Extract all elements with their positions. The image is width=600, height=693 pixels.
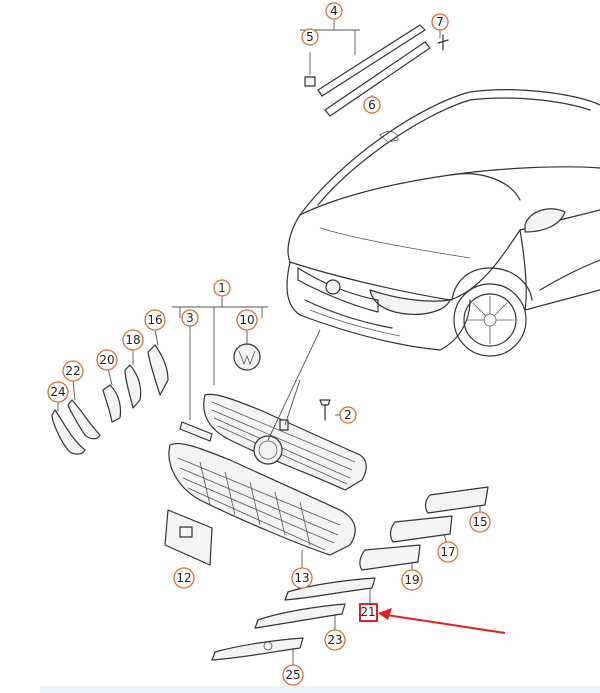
svg-text:25: 25: [285, 668, 300, 682]
svg-text:20: 20: [99, 353, 114, 367]
svg-text:6: 6: [368, 98, 376, 112]
left-trim-pieces: [51, 344, 169, 455]
svg-text:24: 24: [50, 385, 65, 399]
svg-text:7: 7: [436, 15, 444, 29]
callout-6: 6: [363, 96, 381, 114]
lower-grille: [168, 442, 356, 556]
svg-text:16: 16: [147, 313, 162, 327]
svg-text:10: 10: [239, 313, 254, 327]
callout-10: 10: [236, 309, 258, 331]
right-inserts: [359, 486, 489, 571]
callout-19: 19: [401, 569, 423, 591]
leader-lines: [57, 297, 481, 665]
callout-13: 13: [291, 567, 313, 589]
callout-4: 4: [325, 2, 343, 20]
callout-2: 2: [339, 406, 357, 424]
svg-text:18: 18: [125, 333, 140, 347]
emblem-parts: [179, 343, 261, 442]
callout-5: 5: [301, 28, 319, 46]
plate-holder: [164, 509, 213, 566]
callout-12: 12: [173, 567, 195, 589]
callout-17: 17: [437, 541, 459, 563]
highlight-marker: [359, 603, 506, 634]
callout-24: 24: [47, 381, 69, 403]
highlight-arrow: [379, 613, 506, 634]
lower-strips: [211, 577, 376, 661]
bottom-strip: [40, 686, 600, 693]
svg-text:19: 19: [404, 573, 419, 587]
svg-text:1: 1: [218, 281, 226, 295]
svg-text:13: 13: [294, 571, 309, 585]
svg-text:4: 4: [330, 4, 338, 18]
callout-22: 22: [62, 360, 84, 382]
svg-text:22: 22: [65, 364, 80, 378]
callout-7: 7: [431, 13, 449, 31]
svg-text:15: 15: [472, 515, 487, 529]
arrow-head-icon: [378, 608, 392, 620]
highlight-box: [359, 603, 378, 622]
callout-23: 23: [324, 629, 346, 651]
callout-18: 18: [122, 329, 144, 351]
callout-16: 16: [144, 309, 166, 331]
callout-15: 15: [469, 511, 491, 533]
svg-text:5: 5: [306, 30, 314, 44]
svg-text:3: 3: [186, 311, 194, 325]
callout-20: 20: [96, 349, 118, 371]
svg-text:2: 2: [344, 408, 352, 422]
callouts: 1 2 3 4 5 6 7 10 12 13 15 16 17 18 19 20…: [47, 2, 491, 686]
upper-grille: [203, 393, 367, 491]
callout-1: 1: [213, 279, 231, 297]
callout-25: 25: [282, 664, 304, 686]
screw-part: [319, 399, 331, 421]
callout-21: 21: [360, 605, 375, 619]
svg-text:12: 12: [176, 571, 191, 585]
svg-text:17: 17: [440, 545, 455, 559]
callout-3: 3: [181, 309, 199, 327]
svg-text:21: 21: [360, 605, 375, 619]
svg-text:23: 23: [327, 633, 342, 647]
car-outline: [286, 89, 600, 357]
